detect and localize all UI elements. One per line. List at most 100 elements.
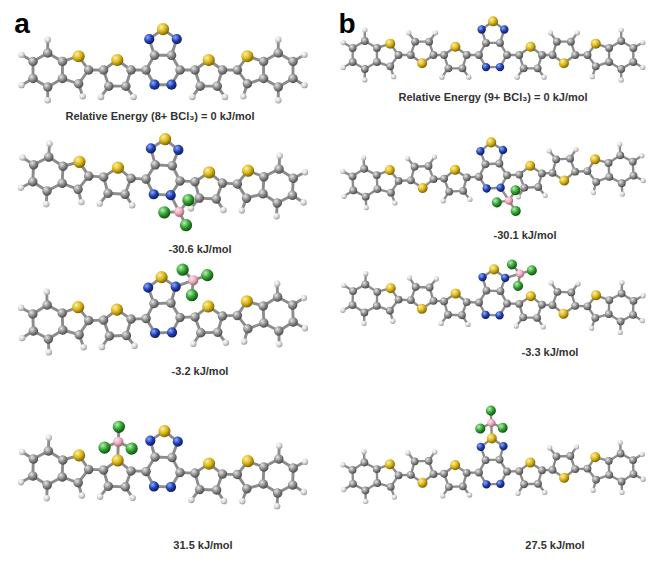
atom (548, 301, 556, 309)
atom (150, 452, 160, 462)
atom (629, 470, 637, 478)
energy-label: Relative Energy (8+ BCl₃) = 0 kJ/mol (65, 110, 254, 123)
atom (220, 207, 227, 214)
atom (444, 64, 452, 72)
atom (618, 179, 626, 187)
atom (29, 160, 39, 170)
atom (583, 465, 591, 473)
atom (425, 457, 433, 465)
atom (547, 445, 553, 451)
atom (103, 188, 113, 198)
atom (121, 331, 131, 341)
atom (221, 498, 228, 505)
atom (362, 193, 370, 201)
atom (591, 290, 601, 300)
atom (519, 313, 527, 321)
atom (360, 458, 368, 466)
atom (111, 454, 124, 467)
atom (496, 183, 505, 192)
atom (478, 273, 487, 282)
atom (97, 493, 104, 500)
atom (111, 303, 124, 316)
atom (126, 314, 136, 324)
atom (542, 490, 548, 496)
atom (618, 477, 626, 485)
atom (407, 51, 415, 59)
atom (538, 466, 546, 474)
atom (300, 199, 307, 206)
energy-label: -30.1 kJ/mol (494, 229, 557, 242)
energy-label: -3.3 kJ/mol (522, 346, 579, 359)
atom (43, 201, 50, 208)
atom (558, 308, 568, 318)
atom (46, 140, 53, 147)
atom (287, 190, 297, 200)
energy-label: 27.5 kJ/mol (525, 539, 584, 552)
atom (619, 490, 625, 496)
atom (549, 51, 557, 59)
atom (129, 495, 136, 502)
atom (617, 37, 625, 45)
atom (520, 480, 528, 488)
atom (373, 302, 381, 310)
atom (203, 166, 216, 179)
atom (190, 312, 200, 322)
atom (78, 199, 85, 206)
atom (515, 467, 523, 475)
atom (73, 478, 83, 488)
atom (276, 442, 283, 449)
atom (341, 487, 347, 493)
atom (620, 191, 626, 197)
atom (552, 155, 560, 163)
atom (274, 280, 281, 287)
atom (44, 152, 54, 162)
atom (288, 173, 298, 183)
atom (417, 304, 427, 314)
atom (166, 298, 176, 308)
atom (301, 295, 308, 302)
atom (450, 460, 460, 470)
atom (361, 65, 369, 73)
atom (73, 449, 86, 462)
atom (458, 64, 466, 72)
atom (232, 310, 242, 320)
atom (340, 462, 346, 468)
atom (496, 39, 504, 47)
atom (121, 81, 131, 91)
atom (619, 280, 625, 286)
atom (194, 193, 204, 203)
atom (538, 51, 546, 59)
atom (496, 456, 504, 464)
atom (604, 159, 612, 167)
atom (99, 344, 106, 351)
atom (259, 57, 269, 67)
atom (503, 299, 511, 307)
atom (223, 339, 230, 346)
atom (548, 466, 556, 474)
atom (566, 155, 574, 163)
atom (302, 325, 309, 332)
atom (288, 57, 298, 67)
atom (143, 282, 154, 293)
atom (232, 470, 242, 480)
atom (113, 436, 124, 447)
atom (43, 288, 50, 295)
atom (429, 297, 437, 305)
atom (363, 271, 369, 277)
atom (605, 44, 613, 52)
atom (438, 321, 444, 327)
atom (99, 315, 109, 325)
atom (361, 321, 367, 327)
atom (241, 455, 254, 468)
atom (395, 51, 403, 59)
atom (158, 425, 171, 438)
atom (273, 488, 283, 498)
atom (373, 288, 381, 296)
atom (617, 440, 623, 446)
atom (302, 458, 309, 465)
atom (363, 205, 369, 211)
atom (72, 50, 84, 62)
atom (640, 40, 645, 45)
atom (302, 169, 309, 176)
atom (575, 281, 581, 287)
